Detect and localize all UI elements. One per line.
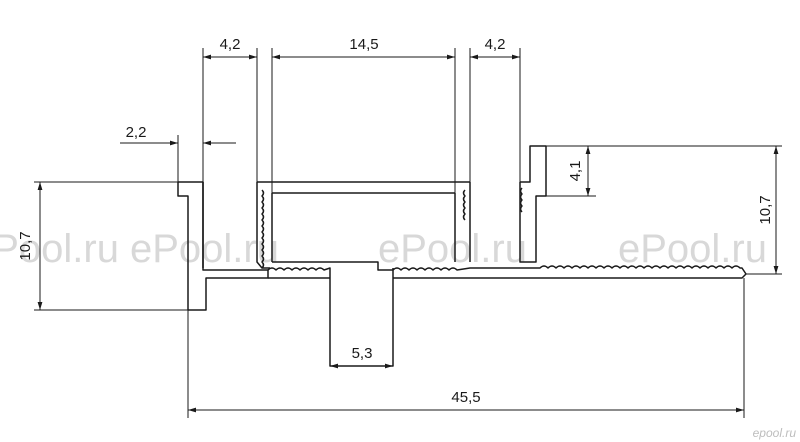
dim-left-lip: 2,2 (126, 124, 147, 141)
left-slot-wall (202, 182, 270, 269)
ribbed-wall-right (462, 189, 466, 221)
dim-stem-width: 5,3 (352, 345, 373, 362)
dim-right-slot-width: 4,2 (485, 36, 506, 53)
dim-right-height: 10,7 (757, 195, 774, 224)
dim-right-step: 4,1 (567, 161, 584, 182)
watermark-text: ePool.ru (130, 227, 279, 271)
right-rib (519, 187, 523, 213)
watermark-text: ePool.ru (0, 227, 119, 271)
dimension-lines (34, 48, 782, 418)
center-inner-walls (271, 193, 456, 262)
right-base (392, 265, 747, 279)
brand-label: epool.ru (753, 426, 797, 440)
watermark-text: ePool.ru (618, 227, 767, 271)
dim-left-slot-width: 4,2 (220, 36, 241, 53)
ribbed-wall-left (261, 189, 265, 269)
stem (267, 267, 394, 367)
crossbar (257, 181, 470, 194)
dim-left-height: 10,7 (17, 231, 34, 260)
dimension-labels: 4,2 14,5 4,2 2,2 10,7 4,1 10,7 5,3 45,5 (17, 36, 774, 406)
watermarks: ePool.ru ePool.ru ePool.ru ePool.ru (0, 227, 767, 271)
profile-outline (177, 145, 747, 367)
watermark-text: ePool.ru (378, 227, 527, 271)
base-center-top (272, 261, 393, 271)
dim-total-width: 45,5 (451, 389, 480, 406)
dim-center-width: 14,5 (349, 36, 378, 53)
